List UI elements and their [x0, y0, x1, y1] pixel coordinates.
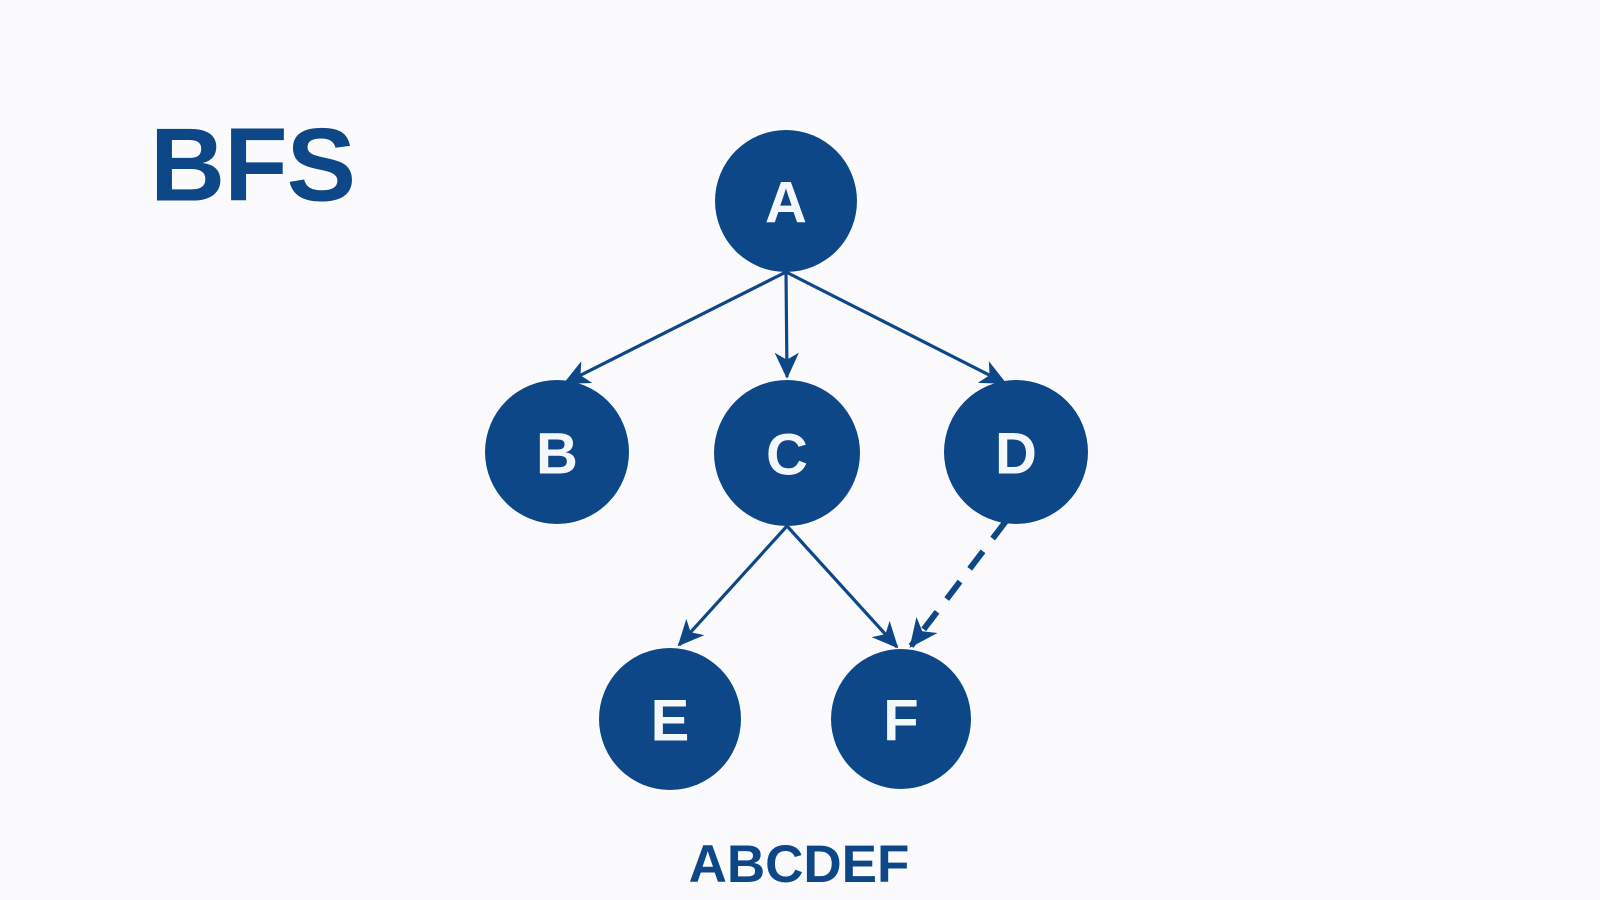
edge-layer	[563, 270, 1009, 649]
node-label-a: A	[765, 171, 807, 236]
edge-a-c	[774, 271, 799, 379]
node-circle-c[interactable]	[714, 380, 860, 526]
node-layer: A B C D E F	[485, 130, 1088, 790]
graph-node-f[interactable]: F	[831, 649, 971, 789]
node-circle-d[interactable]	[944, 380, 1088, 524]
graph-node-d[interactable]: D	[944, 380, 1088, 524]
node-label-d: D	[995, 422, 1037, 487]
edge-a-d	[785, 270, 1007, 385]
edge-d-f-dashed	[908, 519, 1009, 648]
node-circle-e[interactable]	[599, 648, 741, 790]
node-label-b: B	[536, 422, 578, 487]
node-circle-f[interactable]	[831, 649, 971, 789]
edge-a-b	[563, 270, 787, 385]
node-label-f: F	[883, 689, 918, 754]
edge-c-f	[785, 524, 899, 649]
node-circle-b[interactable]	[485, 380, 629, 524]
node-label-c: C	[766, 423, 808, 488]
graph-node-a[interactable]: A	[715, 130, 857, 272]
graph-node-e[interactable]: E	[599, 648, 741, 790]
node-circle-a[interactable]	[715, 130, 857, 272]
page-title: BFS	[150, 107, 355, 223]
graph-node-b[interactable]: B	[485, 380, 629, 524]
traversal-order-caption: ABCDEF	[689, 835, 910, 894]
node-label-e: E	[651, 689, 690, 754]
edge-c-e	[677, 524, 789, 647]
graph-node-c[interactable]: C	[714, 380, 860, 526]
